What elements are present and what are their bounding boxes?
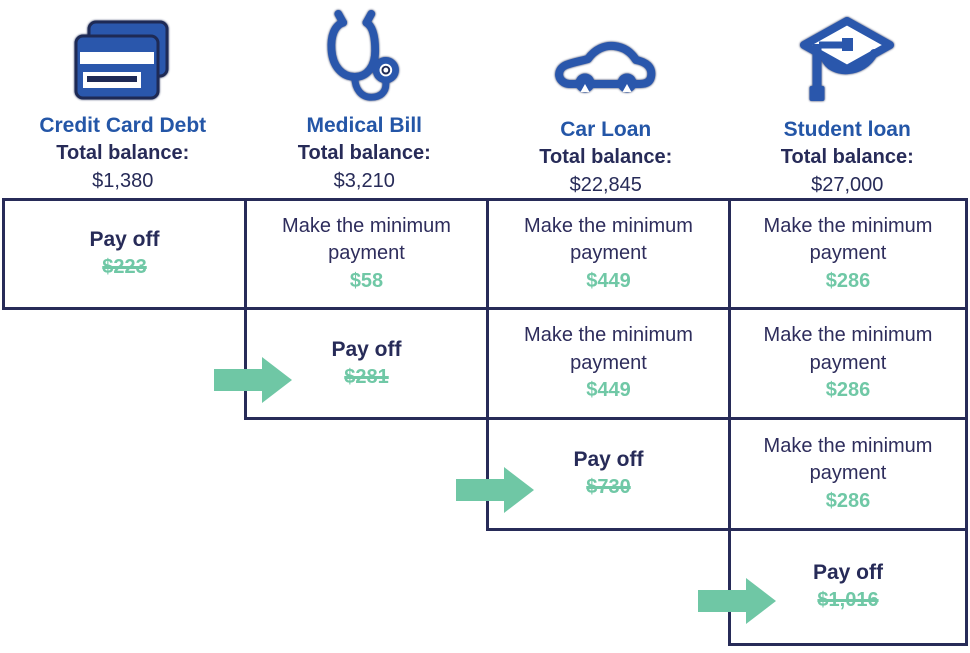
payoff-amount: $730 [586, 476, 631, 499]
min-payment-amount: $286 [825, 489, 871, 512]
debt-column-student-loan: Student loan Total balance: $27,000 [727, 0, 969, 198]
balance-amount: $27,000 [811, 174, 884, 196]
debt-title: Medical Bill [306, 114, 423, 137]
min-payment-amount: $286 [825, 269, 871, 292]
balance-label: Total balance: [780, 146, 914, 168]
min-payment-cell: Make the minimum payment $286 [728, 417, 968, 531]
min-payment-cell: Make the minimum payment $449 [486, 307, 731, 420]
min-payment-amount: $449 [586, 269, 631, 292]
debt-title: Credit Card Debt [39, 114, 207, 137]
debts-header-row: Credit Card Debt Total balance: $1,380 M… [2, 0, 968, 198]
payoff-amount: $281 [344, 365, 389, 388]
step-arrow-icon [698, 578, 776, 624]
min-payment-label: Make the minimum payment [524, 324, 693, 374]
min-payment-label: Make the minimum payment [282, 214, 451, 265]
payoff-amount: $223 [102, 256, 147, 279]
debt-title: Car Loan [560, 117, 652, 141]
balance-label: Total balance: [297, 142, 431, 165]
payoff-amount: $1,016 [817, 589, 879, 612]
min-payment-amount: $449 [586, 379, 631, 402]
balance-amount: $1,380 [92, 170, 154, 193]
min-payment-label: Make the minimum payment [763, 214, 933, 265]
min-payment-cell: Make the minimum payment $286 [728, 198, 968, 310]
payoff-cell: Pay off $281 [244, 307, 489, 420]
debt-title: Student loan [783, 117, 911, 141]
min-payment-amount: $286 [825, 379, 871, 402]
min-payment-amount: $58 [349, 269, 384, 292]
payoff-label: Pay off [812, 561, 883, 585]
min-payment-cell: Make the minimum payment $58 [244, 198, 489, 310]
payoff-label: Pay off [331, 337, 402, 361]
min-payment-cell: Make the minimum payment $449 [486, 198, 731, 310]
payoff-cell: Pay off $223 [2, 198, 247, 310]
payoff-label: Pay off [89, 228, 160, 252]
balance-amount: $3,210 [333, 170, 395, 193]
debt-column-car-loan: Car Loan Total balance: $22,845 [485, 0, 727, 198]
balance-amount: $22,845 [569, 174, 642, 196]
stethoscope-icon [316, 9, 413, 106]
payoff-cell: Pay off $1,016 [728, 528, 968, 646]
min-payment-label: Make the minimum payment [763, 434, 933, 485]
credit-card-icon [74, 20, 169, 100]
min-payment-cell: Make the minimum payment $286 [728, 307, 968, 420]
min-payment-label: Make the minimum payment [524, 214, 693, 265]
step-arrow-icon [456, 467, 534, 513]
debt-column-medical-bill: Medical Bill Total balance: $3,210 [244, 0, 486, 198]
graduation-cap-icon [797, 14, 897, 106]
min-payment-label: Make the minimum payment [763, 324, 933, 374]
balance-label: Total balance: [56, 142, 190, 165]
debt-column-credit-card: Credit Card Debt Total balance: $1,380 [2, 0, 244, 198]
balance-label: Total balance: [539, 146, 673, 168]
step-arrow-icon [214, 357, 292, 403]
payoff-label: Pay off [573, 448, 644, 472]
car-icon [551, 36, 661, 98]
